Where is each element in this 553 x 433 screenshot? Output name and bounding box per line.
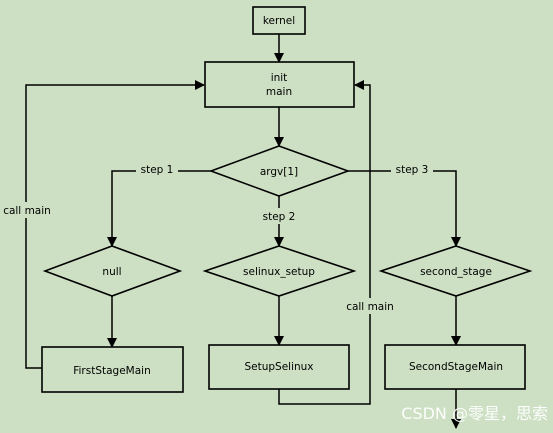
node-second-stage-main-label: SecondStageMain [409, 361, 503, 373]
node-argv-label: argv[1] [260, 166, 298, 178]
node-kernel-label: kernel [263, 15, 295, 27]
label-call-main-left: call main [3, 205, 51, 217]
edge-argv-second [348, 170, 461, 247]
node-second-stage-decision: second_stage [378, 245, 533, 297]
node-first-stage-main-label: FirstStageMain [73, 365, 151, 377]
node-first-stage-main: FirstStageMain [41, 346, 184, 393]
label-step1: step 1 [141, 164, 174, 176]
edge-firststage-callmain [25, 80, 205, 369]
node-second-stage-main: SecondStageMain [384, 344, 526, 390]
node-null-label: null [102, 266, 121, 278]
node-second-stage-label: second_stage [420, 266, 492, 278]
node-setup-selinux: SetupSelinux [208, 344, 350, 390]
node-kernel: kernel [252, 6, 306, 35]
label-step2: step 2 [263, 211, 296, 223]
node-null-decision: null [42, 245, 183, 297]
node-selinux-setup-label: selinux_setup [243, 266, 315, 278]
edge-setupselinux-callmain [278, 80, 371, 405]
node-selinux-setup-decision: selinux_setup [202, 245, 357, 297]
node-argv-decision: argv[1] [208, 145, 351, 197]
node-main-label: main [266, 86, 292, 98]
node-init-main: init main [204, 61, 355, 108]
edge-argv-null [107, 170, 211, 247]
node-setup-selinux-label: SetupSelinux [244, 361, 313, 373]
label-call-main-right: call main [346, 301, 394, 313]
node-init-label: init [271, 72, 288, 84]
edge-labels: step 1 step 2 step 3 call main call main [2, 161, 433, 314]
label-step3: step 3 [396, 164, 429, 176]
watermark: CSDN @零星，思索 [401, 404, 548, 423]
